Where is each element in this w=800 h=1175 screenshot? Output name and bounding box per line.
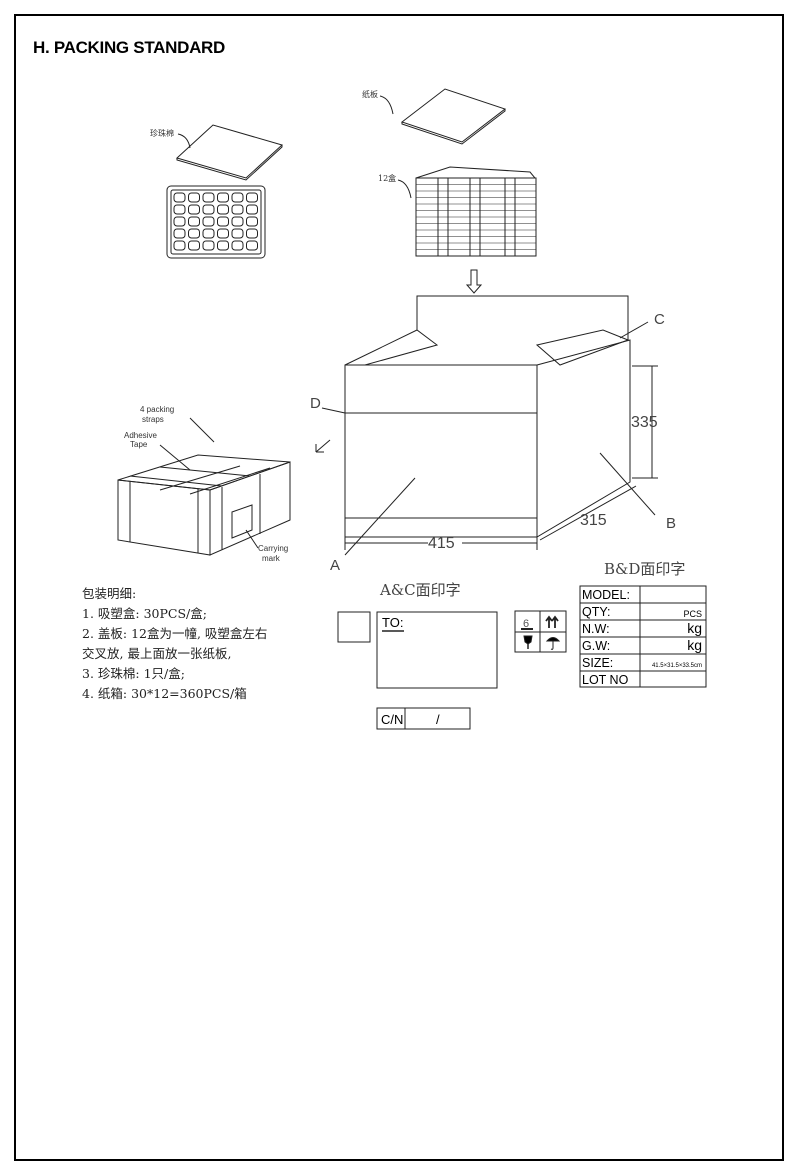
- cn-value: /: [436, 712, 440, 727]
- tray-cell: [217, 204, 229, 215]
- tray-cell: [246, 228, 258, 239]
- note-item: 4. 纸箱: 30*12=360PCS/箱: [82, 686, 247, 701]
- dim-width: 315: [580, 512, 607, 529]
- board-label: 纸板: [362, 89, 378, 99]
- page-title: H. PACKING STANDARD: [33, 38, 225, 57]
- straps-label-2: straps: [142, 415, 164, 424]
- face-a-label: A: [330, 557, 340, 574]
- fragile-icon: [523, 635, 533, 649]
- cn-label: C/N: [381, 712, 403, 727]
- foam-sheet: 珍珠棉: [150, 124, 283, 181]
- tray-cell: [188, 192, 200, 203]
- bd-row-label: G.W:: [582, 639, 610, 653]
- bd-row-value: PCS: [683, 609, 702, 619]
- tray-cell: [217, 192, 229, 203]
- tape-label-1: Adhesive: [124, 431, 157, 440]
- straps-label-1: 4 packing: [140, 405, 174, 414]
- tray-stack: 12盒: [378, 166, 537, 257]
- carrying-label-2: mark: [262, 554, 281, 563]
- bd-row-value: 41.5×31.5×33.5cm: [652, 663, 702, 669]
- bd-row-value: kg: [687, 637, 702, 653]
- tray-cell: [202, 204, 215, 215]
- bd-row-label: QTY:: [582, 605, 610, 619]
- carton-box: 335 415 315 A B C D: [310, 295, 676, 574]
- bd-row-label: SIZE:: [582, 656, 613, 670]
- bd-row-label: MODEL:: [582, 588, 630, 602]
- tray-cell: [231, 240, 244, 251]
- tray-cell: [231, 216, 244, 227]
- page-border: [14, 14, 784, 1161]
- bd-mark-title: B&D面印字: [604, 560, 685, 578]
- diagonal-arrow-icon: [315, 439, 331, 453]
- tray-cell: [173, 228, 186, 239]
- face-d-label: D: [310, 395, 321, 412]
- tray-cell: [217, 240, 229, 251]
- boxes12-label: 12盒: [378, 173, 396, 183]
- dim-length: 415: [428, 535, 455, 552]
- bd-row-value: kg: [687, 620, 702, 636]
- tray-cell: [246, 240, 258, 251]
- blister-tray: [166, 185, 266, 259]
- packing-notes: 包装明细: 1. 吸塑盒: 30PCS/盒; 2. 盖板: 12盒为一幢, 吸塑…: [82, 584, 267, 704]
- tray-cell: [173, 204, 186, 215]
- note-item: 1. 吸塑盒: 30PCS/盒;: [82, 606, 207, 621]
- note-item: 2. 盖板: 12盒为一幢, 吸塑盒左右: [82, 626, 268, 641]
- face-c-label: C: [654, 311, 665, 328]
- dim-height: 335: [631, 414, 658, 431]
- bd-mark: B&D面印字 6 MODEL:QTY:PCSN.W:kgG.W:kgSIZE:4…: [514, 560, 707, 688]
- tray-cell: [217, 228, 229, 239]
- carrying-label-1: Carrying: [258, 544, 288, 553]
- tray-cell: [202, 228, 215, 239]
- tray-cell: [202, 216, 215, 227]
- down-arrow-icon: [465, 269, 483, 294]
- svg-text:6: 6: [523, 618, 529, 630]
- tray-cell: [173, 192, 186, 203]
- tray-cell: [246, 204, 258, 215]
- this-way-up-icon: [545, 615, 559, 628]
- tray-cell: [231, 204, 244, 215]
- tray-cell: [188, 228, 200, 239]
- to-label: TO:: [382, 615, 403, 630]
- tray-cell: [173, 240, 186, 251]
- stack-limit-icon: 6: [521, 618, 533, 630]
- tray-cell: [231, 228, 244, 239]
- tray-cell: [246, 192, 258, 203]
- tray-cell: [217, 216, 229, 227]
- face-b-label: B: [666, 515, 676, 532]
- tray-cell: [188, 240, 200, 251]
- paper-board: 纸板: [362, 88, 507, 145]
- tray-cell: [231, 192, 244, 203]
- keep-dry-icon: [545, 637, 561, 650]
- tray-cell: [202, 240, 215, 251]
- tray-cell: [246, 216, 258, 227]
- sealed-carton: 4 packing straps Adhesive Tape Carrying …: [117, 405, 291, 563]
- bd-row-label: N.W:: [582, 622, 610, 636]
- ac-mark-title: A&C面印字: [379, 581, 461, 599]
- ac-mark: A&C面印字 TO: C/N /: [337, 581, 498, 730]
- tray-cell: [202, 192, 215, 203]
- tape-label-2: Tape: [130, 440, 148, 449]
- bd-row-label: LOT NO: [582, 673, 629, 687]
- foam-label: 珍珠棉: [150, 128, 174, 138]
- note-item: 交叉放, 最上面放一张纸板,: [82, 646, 232, 661]
- tray-cell: [188, 216, 200, 227]
- notes-heading: 包装明细:: [82, 586, 137, 601]
- tray-cell: [173, 216, 186, 227]
- tray-cell: [188, 204, 200, 215]
- note-item: 3. 珍珠棉: 1只/盒;: [82, 666, 185, 681]
